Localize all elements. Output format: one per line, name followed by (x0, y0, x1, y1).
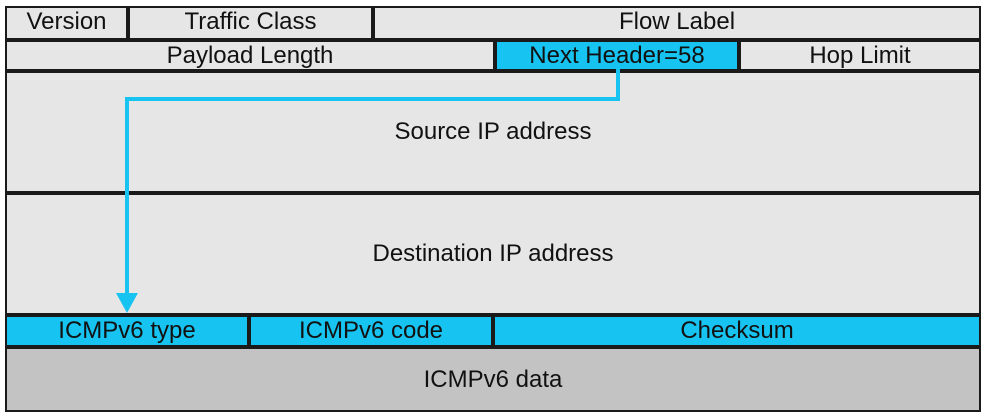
icmpv6-type-label: ICMPv6 type (58, 317, 196, 344)
checksum-field: Checksum (493, 315, 981, 347)
next-header-label: Next Header=58 (529, 41, 705, 69)
source-ip-label: Source IP address (394, 118, 592, 145)
icmpv6-data-field: ICMPv6 data (5, 347, 981, 412)
version-label: Version (26, 8, 107, 35)
icmpv6-type-field: ICMPv6 type (5, 315, 249, 347)
destination-ip-label: Destination IP address (372, 240, 614, 267)
flow-label-field: Flow Label (373, 6, 981, 40)
icmpv6-data-label: ICMPv6 data (423, 365, 563, 393)
flow-label-label: Flow Label (618, 8, 736, 35)
payload-length-label: Payload Length (166, 41, 334, 69)
checksum-label: Checksum (680, 317, 794, 344)
payload-length-field: Payload Length (5, 40, 495, 71)
destination-ip-field: Destination IP address (5, 193, 981, 315)
hop-limit-label: Hop Limit (809, 41, 911, 69)
hop-limit-field: Hop Limit (739, 40, 981, 71)
version-field: Version (5, 6, 128, 40)
traffic-class-field: Traffic Class (128, 6, 373, 40)
source-ip-field: Source IP address (5, 71, 981, 193)
next-header-field: Next Header=58 (495, 40, 739, 71)
traffic-class-label: Traffic Class (184, 8, 317, 35)
icmpv6-code-label: ICMPv6 code (298, 317, 444, 344)
icmpv6-code-field: ICMPv6 code (249, 315, 493, 347)
